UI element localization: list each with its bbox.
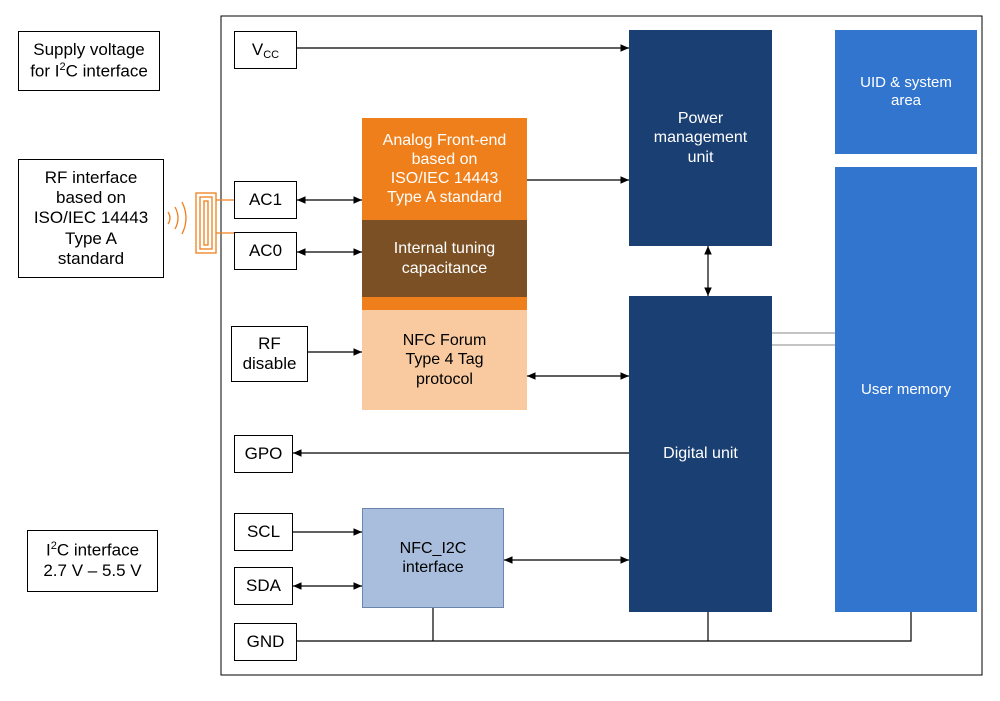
supply-line2: for I2C interface <box>30 60 148 81</box>
pin-scl: SCL <box>234 513 293 551</box>
user-memory-block: User memory <box>835 167 977 612</box>
pin-ac0: AC0 <box>234 232 297 270</box>
nfc-forum-block: NFC Forum Type 4 Tag protocol <box>362 310 527 410</box>
gnd-bus-line <box>297 612 912 642</box>
internal-tuning-block: Internal tuning capacitance <box>362 220 527 297</box>
nfc-i2c-block: NFC_I2C interface <box>362 508 504 608</box>
analog-front-end-block: Analog Front-end based on ISO/IEC 14443 … <box>362 118 527 220</box>
radio-waves-icon <box>167 201 187 235</box>
analog-separator-band <box>362 297 527 310</box>
pin-ac1: AC1 <box>234 181 297 219</box>
chip-boundary <box>220 15 983 676</box>
digital-unit-block: Digital unit <box>629 296 772 612</box>
supply-line1: Supply voltage <box>33 40 145 60</box>
rf-interface-label: RF interface based on ISO/IEC 14443 Type… <box>18 159 164 278</box>
antenna-coil-icon <box>195 192 234 254</box>
pin-gpo: GPO <box>234 435 293 473</box>
i2c-line1: I2C interface <box>45 540 140 560</box>
uid-system-area-block: UID & system area <box>835 30 977 154</box>
pin-gnd: GND <box>234 623 297 661</box>
i2c-line2: 2.7 V – 5.5 V <box>43 561 142 581</box>
pin-sda: SDA <box>234 567 293 605</box>
supply-voltage-label: Supply voltage for I2C interface <box>18 31 160 91</box>
i2c-interface-label: I2C interface 2.7 V – 5.5 V <box>27 530 158 592</box>
pin-rf-disable: RF disable <box>231 326 308 382</box>
power-management-block: Power management unit <box>629 30 772 246</box>
